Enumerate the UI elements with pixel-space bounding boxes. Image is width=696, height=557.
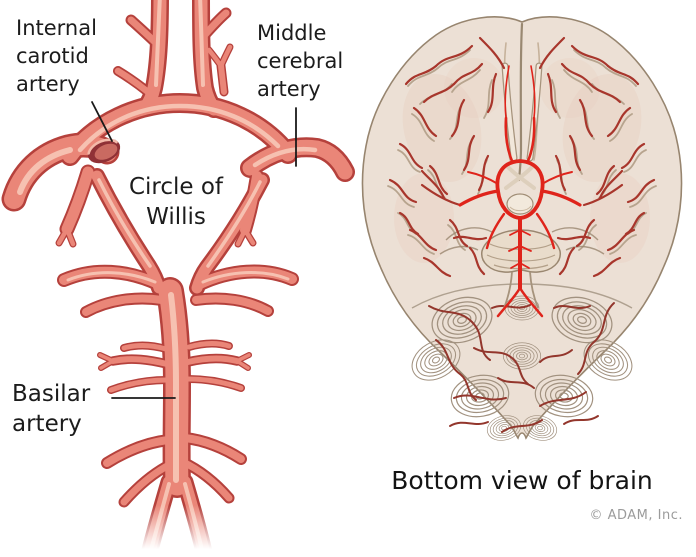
copyright-credit: © ADAM, Inc. (589, 508, 683, 523)
circle-of-willis-diagram (0, 0, 360, 557)
bottom-fade (110, 505, 240, 557)
optic-chiasm (504, 164, 536, 190)
midbrain (506, 193, 534, 215)
brain-bottom-view-illustration (361, 16, 683, 445)
circle-of-willis-on-brain (458, 65, 582, 318)
label-internal-carotid-artery: Internal carotid artery (16, 16, 97, 96)
label-basilar-artery: Basilar artery (12, 381, 91, 437)
cerebellar-arteries (428, 302, 615, 433)
leader-lines (91, 101, 297, 399)
label-circle-of-willis: Circle of Willis (128, 174, 224, 230)
leader-internal-carotid (91, 101, 113, 142)
caption-bottom-view-of-brain: Bottom view of brain (391, 466, 653, 495)
internal-carotid-cut-end (87, 138, 121, 164)
label-middle-cerebral-artery: Middle cerebral artery (257, 21, 344, 101)
